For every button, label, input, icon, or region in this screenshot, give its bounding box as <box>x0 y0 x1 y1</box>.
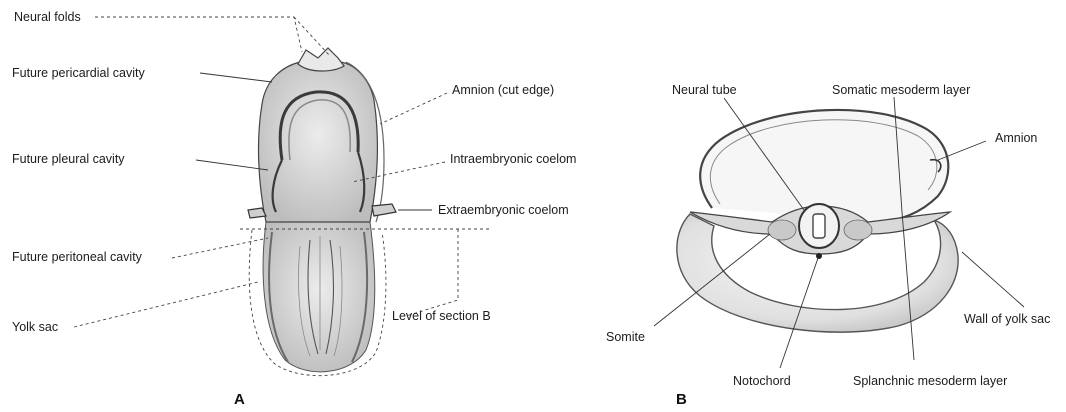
somite-left-drawing <box>768 220 796 240</box>
label-notochord: Notochord <box>733 374 791 388</box>
label-extraembryonic-coelom: Extraembryonic coelom <box>438 203 569 217</box>
neural-folds-drawing <box>298 48 344 71</box>
label-level-of-section-b: Level of section B <box>392 309 491 323</box>
label-intraembryonic-coelom: Intraembryonic coelom <box>450 152 576 166</box>
panel-b-letter: B <box>676 391 687 408</box>
label-future-pleural-cavity: Future pleural cavity <box>12 152 125 166</box>
label-neural-tube: Neural tube <box>672 83 737 97</box>
label-yolk-sac: Yolk sac <box>12 320 58 334</box>
label-amnion: Amnion <box>995 131 1037 145</box>
label-splanchnic-mesoderm-layer: Splanchnic mesoderm layer <box>853 374 1007 388</box>
label-somite: Somite <box>606 330 645 344</box>
panel-b-cross-section <box>677 110 958 332</box>
label-future-pericardial-cavity: Future pericardial cavity <box>12 66 145 80</box>
label-wall-of-yolk-sac: Wall of yolk sac <box>964 312 1050 326</box>
panel-a-letter: A <box>234 391 245 408</box>
somite-right-drawing <box>844 220 872 240</box>
label-future-peritoneal-cavity: Future peritoneal cavity <box>12 250 143 264</box>
notochord-drawing <box>816 253 822 259</box>
label-amnion-cut-edge: Amnion (cut edge) <box>452 83 554 97</box>
label-neural-folds: Neural folds <box>14 10 81 24</box>
label-somatic-mesoderm-layer: Somatic mesoderm layer <box>832 83 970 97</box>
